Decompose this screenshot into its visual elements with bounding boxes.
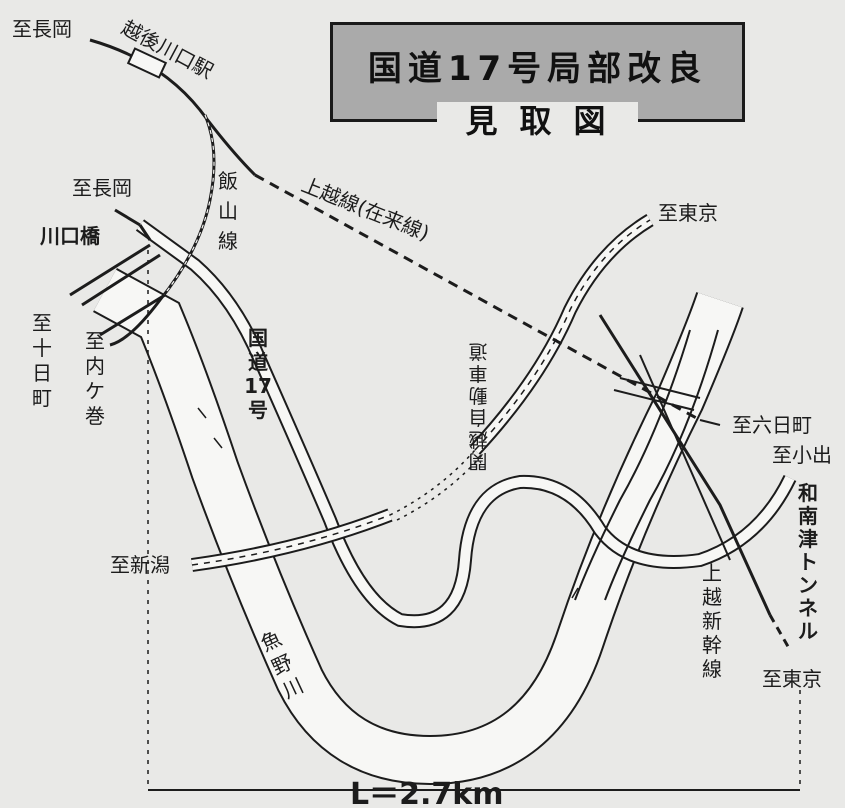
route-17-road bbox=[114, 208, 797, 629]
label-to-muikamachi: 至六日町 bbox=[732, 413, 812, 437]
title-sub-wrap: 見取図 bbox=[330, 96, 745, 142]
wanamizu-tunnel-line bbox=[598, 314, 792, 651]
label-echigo-kawaguchi-station: 越後川口駅 bbox=[118, 15, 218, 83]
label-wanamizu-tunnel: 和南津トンネル bbox=[798, 481, 818, 643]
title-box: 国道17号局部改良 bbox=[330, 22, 745, 122]
label-kanetsu-expressway: 関越自動車道 bbox=[468, 340, 487, 472]
label-to-tokamachi: 至十日町 bbox=[32, 311, 52, 410]
label-joetsu-shinkansen: 上越新幹線 bbox=[702, 561, 722, 681]
label-to-nagaoka-mid: 至長岡 bbox=[72, 176, 132, 200]
title-main: 国道17号局部改良 bbox=[367, 49, 708, 89]
joetsu-shinkansen bbox=[574, 329, 719, 601]
label-kawaguchi-bridge: 川口橋 bbox=[39, 224, 101, 248]
title-sub: 見取図 bbox=[437, 102, 638, 140]
joetsu-line-railway bbox=[89, 38, 721, 426]
kawaguchi-bridge-roads bbox=[69, 224, 166, 337]
label-to-uchigamaki: 至内ケ巻 bbox=[85, 329, 105, 428]
label-to-tokyo-bottom: 至東京 bbox=[762, 667, 822, 691]
label-to-nagaoka-top: 至長岡 bbox=[12, 17, 72, 41]
uonogawa-river bbox=[93, 268, 744, 786]
iiyama-line-railway bbox=[109, 114, 216, 347]
label-to-niigata: 至新潟 bbox=[110, 553, 170, 577]
kanetsu-expressway bbox=[191, 213, 654, 572]
label-iiyama-line: 飯山線 bbox=[218, 169, 238, 253]
label-to-tokyo-top: 至東京 bbox=[658, 201, 718, 225]
label-to-koide: 至小出 bbox=[772, 443, 832, 467]
label-length: L＝2.7km bbox=[350, 777, 503, 808]
dimension-line bbox=[147, 250, 801, 791]
